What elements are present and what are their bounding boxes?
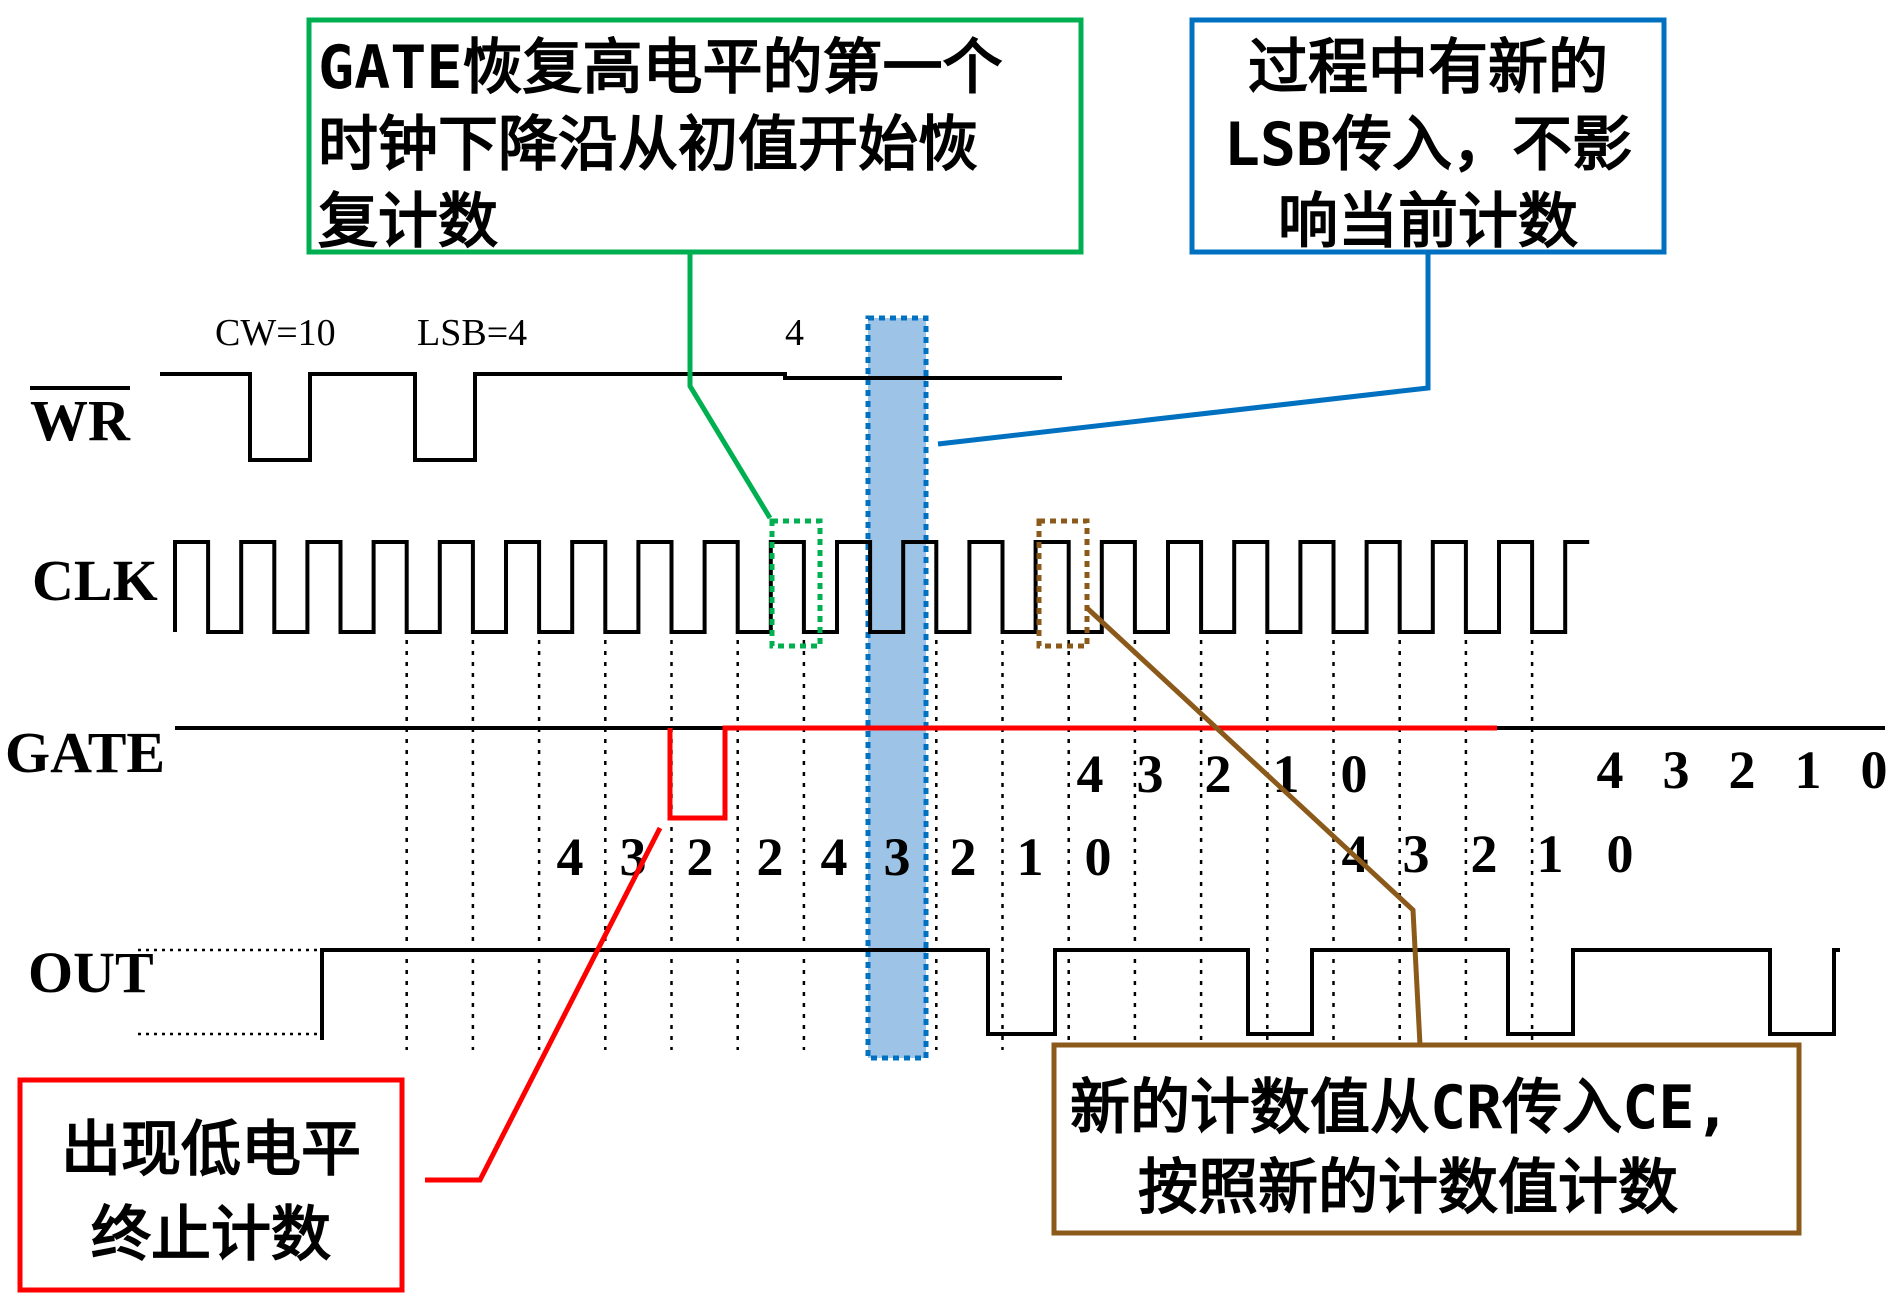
count-lower-second-value: 2 <box>1471 824 1498 884</box>
count-lower-first-value: 2 <box>757 827 784 887</box>
out-waveform <box>320 948 1840 1040</box>
red-leader-line <box>425 826 663 1183</box>
wr-lsb-annotation: LSB=4 <box>417 312 527 354</box>
count-lower-second-value: 1 <box>1537 824 1564 884</box>
brown-note-line-2: 按照新的计数值计数 <box>1138 1153 1678 1223</box>
wr-cw-annotation: CW=10 <box>215 312 336 354</box>
green-note-line-1: GATE恢复高电平的第一个 <box>318 33 1003 103</box>
green-note-line-3: 复计数 <box>318 187 498 257</box>
red-note-line-2: 终止计数 <box>91 1200 331 1270</box>
brown-note-box <box>1051 1042 1802 1236</box>
count-lower-first-value: 4 <box>821 827 848 887</box>
gate-label: GATE <box>5 720 165 785</box>
count-lower-second-value: 3 <box>1403 824 1430 884</box>
count-lower-first-value: 4 <box>557 827 584 887</box>
green-note-line-2: 时钟下降沿从初值开始恢 <box>318 110 978 180</box>
blue-note-line-2: LSB传入，不影 <box>1224 110 1632 180</box>
count-upper-first-value: 3 <box>1137 744 1164 804</box>
brown-clk-highlight <box>1036 518 1090 649</box>
count-upper-first-value: 4 <box>1077 744 1104 804</box>
green-leader-line <box>687 252 773 520</box>
count-upper-first-value: 2 <box>1205 744 1232 804</box>
wr-new-lsb-annotation: 4 <box>785 312 804 354</box>
wr-waveform <box>160 372 1062 462</box>
count-upper-second-value: 4 <box>1597 740 1624 800</box>
brown-note-line-1: 新的计数值从CR传入CE, <box>1070 1073 1731 1143</box>
count-upper-second-value: 0 <box>1861 740 1888 800</box>
blue-note-line-1: 过程中有新的 <box>1248 33 1608 103</box>
count-upper-second-value: 1 <box>1795 740 1822 800</box>
count-upper-first-value: 0 <box>1341 744 1368 804</box>
clk-waveform <box>173 540 1590 634</box>
green-note-box <box>306 17 1084 255</box>
highlight-band <box>865 315 929 1061</box>
clk-label: CLK <box>32 548 158 613</box>
brown-leader-line <box>1085 606 1423 1046</box>
count-upper-second-value: 2 <box>1729 740 1756 800</box>
wr-label: WR <box>30 388 131 453</box>
blue-note-line-3: 响当前计数 <box>1278 187 1578 257</box>
blue-note-box <box>1189 17 1667 255</box>
out-label: OUT <box>28 940 154 1005</box>
red-note-line-1: 出现低电平 <box>61 1115 361 1185</box>
blue-leader-line <box>937 252 1431 447</box>
count-lower-second-value: 0 <box>1607 824 1634 884</box>
count-lower-first-value: 0 <box>1085 827 1112 887</box>
count-upper-second-value: 3 <box>1663 740 1690 800</box>
count-lower-first-value: 3 <box>884 827 911 887</box>
green-clk-highlight <box>769 518 823 649</box>
red-note-box <box>17 1077 405 1293</box>
gate-red-segment <box>667 725 1497 821</box>
count-lower-first-value: 1 <box>1017 827 1044 887</box>
count-lower-first-value: 2 <box>950 827 977 887</box>
count-lower-first-value: 2 <box>687 827 714 887</box>
